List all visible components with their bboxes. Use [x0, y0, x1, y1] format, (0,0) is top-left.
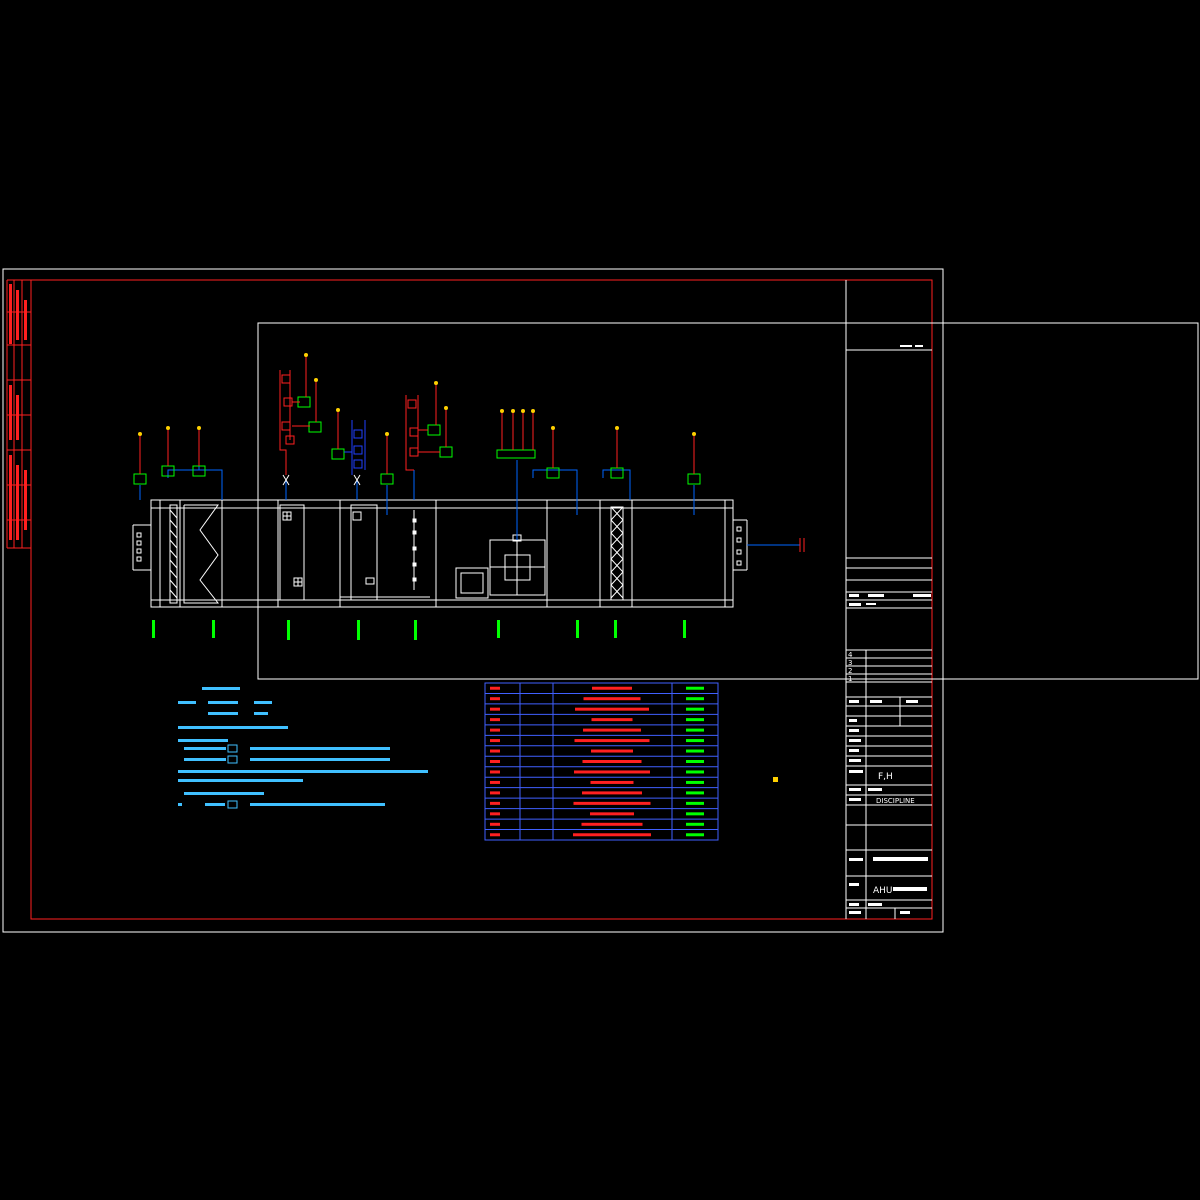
section-labels [152, 620, 686, 640]
legend-chinese-name [686, 812, 704, 816]
legend-symbol [490, 812, 500, 816]
final-filter [610, 506, 624, 601]
designer-text: F,H [878, 772, 893, 782]
signal-lines [139, 460, 695, 540]
outlet-grille [733, 519, 748, 571]
ahu-unit [150, 499, 734, 608]
legend-description [573, 833, 651, 837]
preheat-coil [279, 504, 305, 601]
cooling-coil [340, 504, 432, 601]
legend-chinese-name [686, 770, 704, 774]
legend-symbol [490, 728, 500, 732]
legend-description [583, 728, 641, 732]
legend-chinese-name [686, 780, 704, 784]
bag-filter [183, 504, 220, 604]
legend-symbol [490, 770, 500, 774]
primary-filter [169, 504, 178, 604]
heating-valve-set-1 [279, 370, 310, 486]
legend-description [590, 780, 634, 784]
legend-chinese-name [686, 760, 704, 763]
legend-symbol [490, 791, 500, 795]
legend-chinese-name [686, 801, 704, 805]
device-tags [138, 353, 696, 436]
legend-chinese-name [686, 728, 704, 732]
legend-chinese-name [686, 791, 704, 795]
legend-rows [485, 686, 718, 837]
legend-description [574, 770, 650, 774]
legend-symbol [490, 686, 500, 690]
humidifier [412, 510, 417, 590]
legend-symbol [490, 739, 500, 743]
field-devices [133, 396, 701, 485]
legend-symbol [490, 718, 500, 722]
viewport-frame [257, 322, 1199, 680]
legend-description [581, 822, 643, 826]
legend-chinese-name [686, 822, 704, 826]
legend-chinese-name [686, 749, 704, 753]
discipline-text: DISCIPLINE [876, 797, 915, 805]
duct-end-cap [799, 538, 805, 552]
legend-description [590, 812, 634, 816]
legend-chinese-name [686, 707, 704, 711]
drawing-title-text: AHU [873, 886, 893, 896]
revision-rows: 4 3 2 1 [848, 651, 853, 683]
revision-4: 4 [848, 651, 853, 659]
inlet-louvre [132, 524, 151, 571]
legend-chinese-name [686, 686, 704, 690]
design-notes [178, 687, 428, 809]
left-strip-text [9, 284, 27, 540]
legend-symbol [490, 760, 500, 763]
yellow-marker [773, 777, 778, 782]
reheat-valve-set [405, 395, 440, 471]
legend-symbol [490, 822, 500, 826]
legend-symbol [490, 780, 500, 784]
legend-description [582, 760, 642, 763]
legend-symbol [490, 833, 500, 837]
drawing-title-rest [893, 887, 927, 891]
title-block-labels [849, 345, 931, 914]
revision-3: 3 [848, 659, 852, 667]
legend-chinese-name [686, 833, 704, 837]
legend-chinese-name [686, 718, 704, 722]
device-leaders [139, 357, 695, 474]
legend-chinese-name [686, 697, 704, 701]
legend-chinese-name [686, 739, 704, 743]
legend-symbol [490, 707, 500, 711]
legend-description [575, 707, 649, 711]
legend-description [583, 697, 641, 701]
cooling-valve-set [344, 420, 366, 486]
legend-description [574, 739, 650, 743]
supply-fan [455, 534, 546, 599]
sheet-outer-border [2, 268, 944, 933]
legend-symbol [490, 697, 500, 701]
revision-2: 2 [848, 667, 852, 675]
legend-description [591, 749, 633, 753]
legend-description [582, 791, 642, 795]
legend-table [484, 682, 719, 841]
legend-symbol [490, 801, 500, 805]
legend-description [573, 801, 651, 805]
legend-description [592, 686, 632, 690]
title-block [845, 280, 932, 919]
legend-symbol [490, 749, 500, 753]
legend-description [591, 718, 633, 722]
